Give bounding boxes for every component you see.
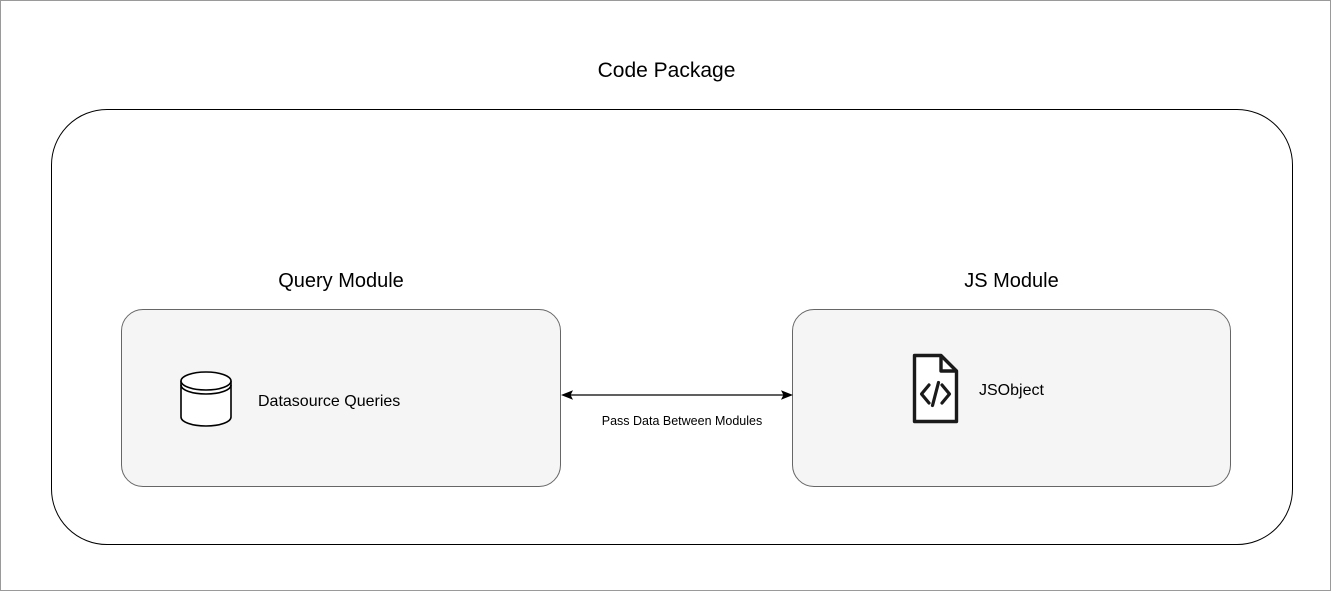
jsobject-label: JSObject: [979, 382, 1044, 399]
database-icon: [179, 370, 233, 433]
jsobject-item[interactable]: JSObject: [912, 353, 1044, 429]
page-title: Code Package: [597, 59, 736, 82]
connector-label: Pass Data Between Modules: [601, 414, 763, 428]
js-module-box[interactable]: [792, 309, 1231, 487]
query-module-label: Query Module: [278, 270, 404, 292]
datasource-queries-item[interactable]: Datasource Queries: [179, 370, 400, 433]
datasource-queries-label: Datasource Queries: [258, 392, 401, 410]
code-package-container: [51, 109, 1293, 545]
code-file-icon: [912, 353, 959, 429]
double-headed-arrow-icon: [561, 390, 793, 400]
js-module-label: JS Module: [964, 270, 1059, 292]
module-connector: [557, 381, 797, 411]
